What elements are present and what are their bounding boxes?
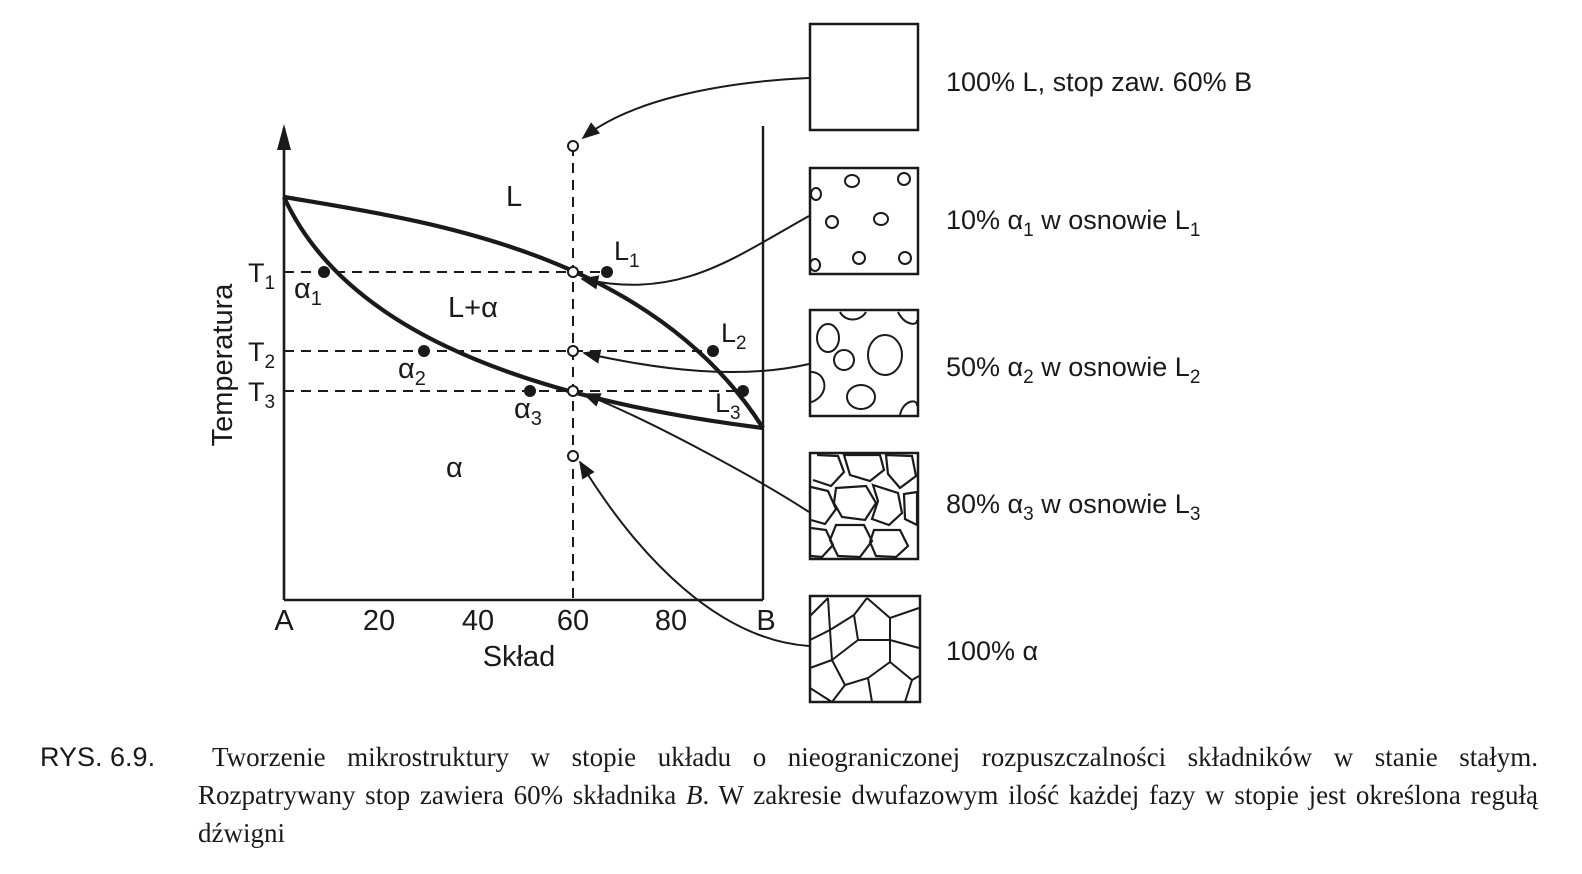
y-axis-label: Temperatura [207, 283, 239, 447]
x-tick-40: 40 [462, 605, 494, 637]
label-alpha1: α1 [294, 273, 322, 310]
arrow-t2 [582, 349, 810, 374]
alloy-point-t1 [567, 266, 579, 278]
alloy-point-solid [567, 450, 579, 462]
alloy-point-t2 [567, 345, 579, 357]
micro-label-liquid: 100% L, stop zaw. 60% B [946, 67, 1252, 97]
phase-diagram-figure: Temperatura Skład A 20 40 60 80 B T1 T2 … [207, 22, 1252, 704]
point-l1 [601, 266, 613, 278]
region-label-liquid: L [506, 181, 522, 213]
dense-grains [810, 453, 919, 559]
micro-label-80pct: 80% α3 w osnowie L3 [946, 489, 1200, 525]
microstructure-liquid [808, 22, 920, 132]
temp-label-t2: T2 [248, 337, 275, 373]
temp-label-t1: T1 [248, 258, 275, 294]
solidus-curve [282, 196, 764, 431]
caption-text: Tworzenie mikrostruktury w stopie układu… [198, 738, 1538, 852]
pointer-arrows [579, 77, 810, 647]
caption-text-before: Tworzenie mikrostruktury w stopie układu… [198, 742, 1538, 810]
label-l3: L3 [715, 388, 741, 424]
alloy-points [567, 140, 579, 462]
region-label-solid: α [446, 452, 463, 484]
x-tick-80: 80 [655, 605, 687, 637]
micro-label-100pct: 100% α [946, 636, 1038, 666]
caption-text-after: . W zakresie dwufazowym ilość każdej faz… [198, 780, 1538, 848]
arrow-t3 [582, 393, 810, 513]
micro-label-50pct: 50% α2 w osnowie L2 [946, 352, 1200, 388]
label-l2: L2 [721, 318, 747, 354]
arrow-liquid [581, 77, 810, 140]
arrow-t1 [580, 215, 810, 290]
microstructure-10pct [808, 166, 920, 276]
micro-box-80pct [808, 451, 920, 561]
microstructure-50pct [808, 308, 920, 418]
x-tick-20: 20 [363, 605, 395, 637]
arrow-solid [579, 460, 810, 647]
caption-label: RYS. 6.9. [40, 742, 156, 772]
medium-grains [810, 311, 918, 416]
x-axis-label: Skład [483, 641, 556, 673]
point-alpha1 [318, 266, 330, 278]
liquidus-curve [283, 194, 765, 430]
label-l1: L1 [614, 236, 640, 272]
point-l3 [737, 385, 749, 397]
small-grains [809, 172, 912, 272]
boundary-points [318, 266, 749, 397]
label-alpha2: α2 [398, 353, 426, 390]
full-grains [809, 597, 920, 703]
phase-boundaries [282, 194, 765, 431]
micro-box-50pct [808, 308, 920, 418]
alloy-point-liquid [567, 140, 579, 152]
micro-box-100pct [808, 594, 922, 704]
micro-label-10pct: 10% α1 w osnowie L1 [946, 205, 1200, 241]
micro-box-liquid [808, 22, 920, 132]
y-axis-arrow-icon [277, 124, 291, 150]
alloy-point-t3 [567, 385, 579, 397]
point-l2 [707, 345, 719, 357]
x-tick-60: 60 [557, 605, 589, 637]
tie-lines [284, 146, 743, 600]
axes [277, 124, 765, 602]
label-alpha3: α3 [514, 393, 542, 430]
x-tick-labels: A 20 40 60 80 B [274, 605, 775, 637]
point-alpha2 [418, 345, 430, 357]
x-tick-b: B [756, 605, 775, 637]
caption-text-italic: B [686, 780, 703, 810]
temp-label-t3: T3 [248, 377, 275, 413]
microstructure-100pct [808, 594, 922, 704]
x-tick-a: A [274, 605, 294, 637]
region-label-two-phase: L+α [448, 292, 498, 324]
point-alpha3 [524, 385, 536, 397]
microstructure-80pct [808, 451, 920, 561]
